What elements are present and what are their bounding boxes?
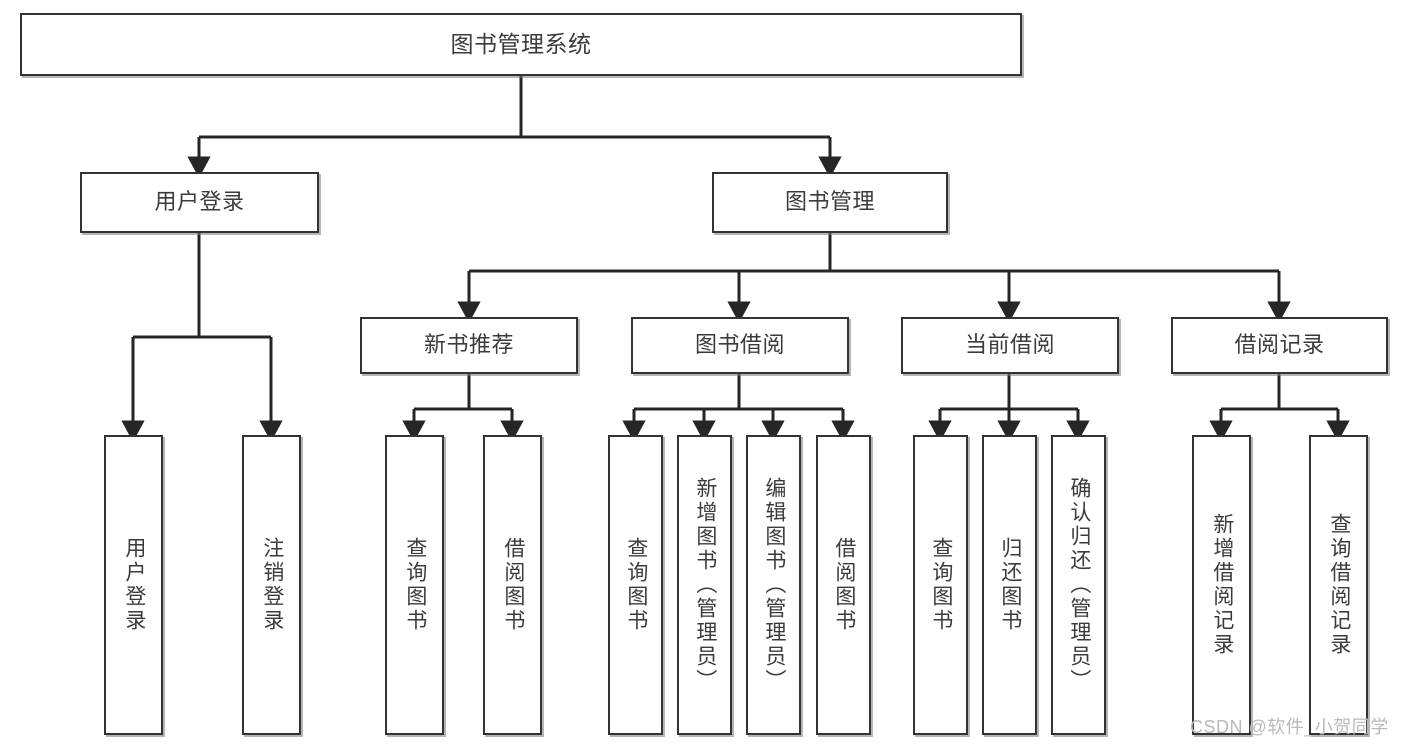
leaf-newbook-query-book[interactable]: 查询图书 bbox=[385, 435, 444, 735]
node-label: 查询图书 bbox=[403, 537, 427, 633]
node-label: 图书借阅 bbox=[694, 332, 785, 358]
csdn-watermark: CSDN @软件_小贺同学 bbox=[1190, 717, 1389, 737]
leaf-record-query-borrow-record[interactable]: 查询借阅记录 bbox=[1309, 435, 1368, 735]
node-borrow-record[interactable]: 借阅记录 bbox=[1171, 317, 1388, 374]
node-label: 新增借阅记录 bbox=[1210, 513, 1234, 657]
node-label: 新增图书（管理员） bbox=[693, 477, 717, 693]
node-label: 确认归还（管理员） bbox=[1067, 477, 1091, 693]
node-label: 查询图书 bbox=[929, 537, 953, 633]
node-label: 借阅图书 bbox=[832, 537, 856, 633]
node-label: 借阅图书 bbox=[501, 537, 525, 633]
node-label: 用户登录 bbox=[122, 537, 146, 633]
node-label: 图书管理 bbox=[784, 189, 875, 215]
node-label: 查询图书 bbox=[624, 537, 648, 633]
leaf-borrow-query-book[interactable]: 查询图书 bbox=[608, 435, 663, 735]
node-label: 借阅记录 bbox=[1234, 332, 1325, 358]
node-current-borrow[interactable]: 当前借阅 bbox=[901, 317, 1119, 374]
node-label: 当前借阅 bbox=[964, 332, 1055, 358]
node-user-login[interactable]: 用户登录 bbox=[80, 172, 319, 233]
leaf-current-query-book[interactable]: 查询图书 bbox=[913, 435, 968, 735]
node-label: 注销登录 bbox=[260, 537, 284, 633]
leaf-user-login[interactable]: 用户登录 bbox=[104, 435, 163, 735]
node-book-borrow[interactable]: 图书借阅 bbox=[631, 317, 849, 374]
leaf-record-add-borrow-record[interactable]: 新增借阅记录 bbox=[1192, 435, 1251, 735]
leaf-current-return-book[interactable]: 归还图书 bbox=[982, 435, 1037, 735]
node-root-system[interactable]: 图书管理系统 bbox=[20, 13, 1022, 76]
leaf-current-confirm-return-admin[interactable]: 确认归还（管理员） bbox=[1051, 435, 1106, 735]
node-new-book-recommend[interactable]: 新书推荐 bbox=[360, 317, 578, 374]
leaf-borrow-borrow-book[interactable]: 借阅图书 bbox=[816, 435, 871, 735]
node-label: 用户登录 bbox=[154, 189, 245, 215]
node-book-management[interactable]: 图书管理 bbox=[712, 172, 948, 233]
leaf-borrow-edit-book-admin[interactable]: 编辑图书（管理员） bbox=[746, 435, 801, 735]
node-label: 编辑图书（管理员） bbox=[762, 477, 786, 693]
node-label: 新书推荐 bbox=[423, 332, 514, 358]
node-label: 查询借阅记录 bbox=[1327, 513, 1351, 657]
leaf-newbook-borrow-book[interactable]: 借阅图书 bbox=[483, 435, 542, 735]
node-label: 归还图书 bbox=[998, 537, 1022, 633]
node-label: 图书管理系统 bbox=[450, 30, 592, 57]
leaf-borrow-add-book-admin[interactable]: 新增图书（管理员） bbox=[677, 435, 732, 735]
leaf-user-logout[interactable]: 注销登录 bbox=[242, 435, 301, 735]
